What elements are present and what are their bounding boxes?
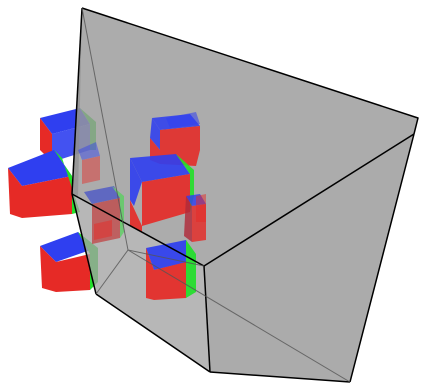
cube-inner-faint-right: [196, 194, 206, 222]
cube-inner-bottom: [146, 240, 196, 300]
